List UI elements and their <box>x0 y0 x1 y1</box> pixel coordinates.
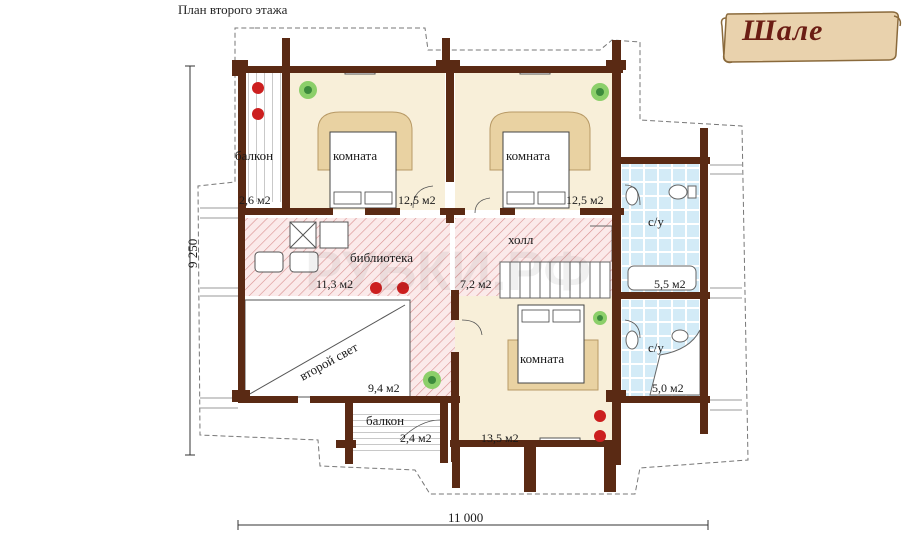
bathroom-1-area: 5,5 м2 <box>654 277 686 291</box>
watermark: РУБКИ.РФ <box>305 239 591 302</box>
balcony-left-floor <box>240 72 282 202</box>
bathroom-1-label: с/у <box>648 214 664 229</box>
library-area: 11,3 м2 <box>316 277 353 291</box>
flower-icon <box>252 82 606 442</box>
toilet-icon <box>625 184 697 350</box>
logo-scroll <box>720 11 902 64</box>
balcony-bottom-area: 2,4 м2 <box>400 431 432 445</box>
logo-text: Шале <box>742 14 824 47</box>
log-ends <box>200 164 742 411</box>
balcony-left-label: балкон <box>235 148 273 163</box>
dimension-height <box>185 65 195 456</box>
balcony-bottom-floor <box>350 410 442 456</box>
staircase <box>499 225 613 299</box>
dimension-width <box>237 520 709 530</box>
corridor-area: 9,4 м2 <box>368 381 400 395</box>
bedroom-1-furniture <box>317 111 413 209</box>
bedroom-3-label: комната <box>520 351 564 366</box>
dimension-width-label: 11 000 <box>448 510 483 525</box>
doors <box>399 184 641 441</box>
bedroom-1-area: 12,5 м2 <box>398 193 436 207</box>
roof-outline <box>197 27 749 495</box>
bathroom-2-area: 5,0 м2 <box>652 381 684 395</box>
plant-icon <box>299 81 609 389</box>
bedroom-2-area: 12,5 м2 <box>566 193 604 207</box>
hall-area: 7,2 м2 <box>460 277 492 291</box>
library-furniture <box>254 221 349 273</box>
bedroom-3-furniture <box>507 304 599 391</box>
bathroom-2-label: с/у <box>648 340 664 355</box>
walls <box>232 38 710 492</box>
hall-label: холл <box>508 232 534 247</box>
bedroom-1-label: комната <box>333 148 377 163</box>
bedroom-2-label: комната <box>506 148 550 163</box>
balcony-left-area: 2,6 м2 <box>239 193 271 207</box>
bedroom-2-furniture <box>489 111 591 209</box>
balcony-bottom-label: балкон <box>366 413 404 428</box>
bedroom-3-area: 13,5 м2 <box>481 431 519 445</box>
library-label: библиотека <box>350 250 413 265</box>
dimension-height-label: 9 250 <box>185 239 200 268</box>
bathtub <box>627 265 697 291</box>
plan-title: План второго этажа <box>178 2 288 17</box>
